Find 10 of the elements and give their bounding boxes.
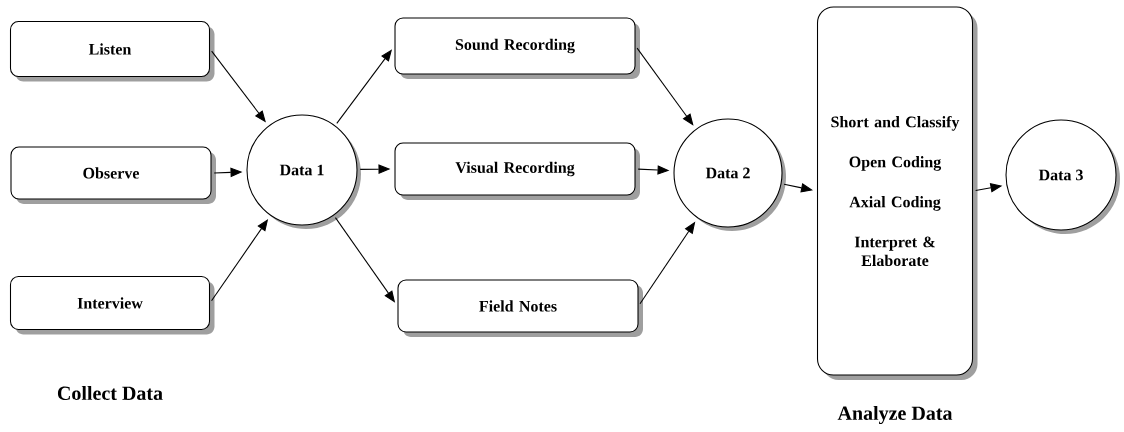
process-box: Observe	[10, 146, 216, 204]
process-box: Listen	[9, 20, 215, 82]
process-box: Interview	[9, 275, 215, 335]
process-box: Visual Recording	[394, 142, 640, 200]
process-box: Sound Recording	[394, 17, 640, 79]
process-box: Field Notes	[397, 279, 643, 337]
section-heading: Analyze Data	[837, 405, 953, 425]
section-heading: Collect Data	[57, 386, 163, 401]
arrow	[636, 47, 694, 126]
analysis-box: Short and Classify Open Coding Axial Coding Interpret & Elaborate	[816, 6, 978, 380]
